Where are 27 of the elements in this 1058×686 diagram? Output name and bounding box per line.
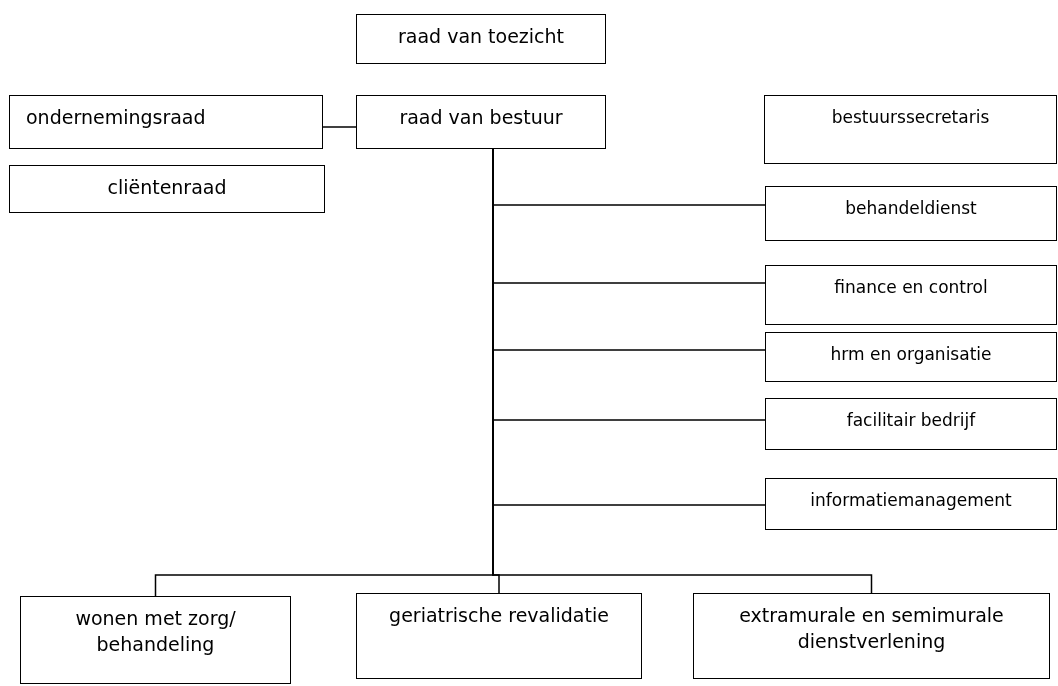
connector-line (322, 126, 357, 128)
org-box (765, 186, 1057, 241)
org-box (356, 95, 606, 149)
box-label: bestuurssecretaris (831, 106, 990, 129)
box-label: behandeldienst (845, 197, 977, 220)
org-box (765, 398, 1057, 450)
box-label: informatiemanagement (810, 489, 1012, 512)
box-label: facilitair bedrijf (846, 409, 976, 432)
org-box (765, 332, 1057, 382)
org-box (764, 95, 1057, 164)
box-label: wonen met zorg/ behandeling (74, 606, 237, 657)
org-box (9, 165, 325, 213)
org-box (356, 14, 606, 64)
org-box (765, 478, 1057, 530)
org-box (693, 593, 1050, 679)
org-box (20, 596, 291, 684)
box-label: ondernemingsraad (26, 105, 206, 130)
box-label: geriatrische revalidatie (389, 603, 609, 628)
org-box (356, 593, 642, 679)
box-label: extramurale en semimurale dienstverlening (738, 603, 1005, 654)
box-label: hrm en organisatie (830, 343, 992, 366)
box-label: raad van bestuur (399, 105, 563, 130)
box-label: cliëntenraad (107, 175, 227, 200)
org-box (9, 95, 323, 149)
box-label: raad van toezicht (397, 24, 565, 49)
org-box (765, 265, 1057, 325)
box-label: finance en control (834, 276, 988, 299)
